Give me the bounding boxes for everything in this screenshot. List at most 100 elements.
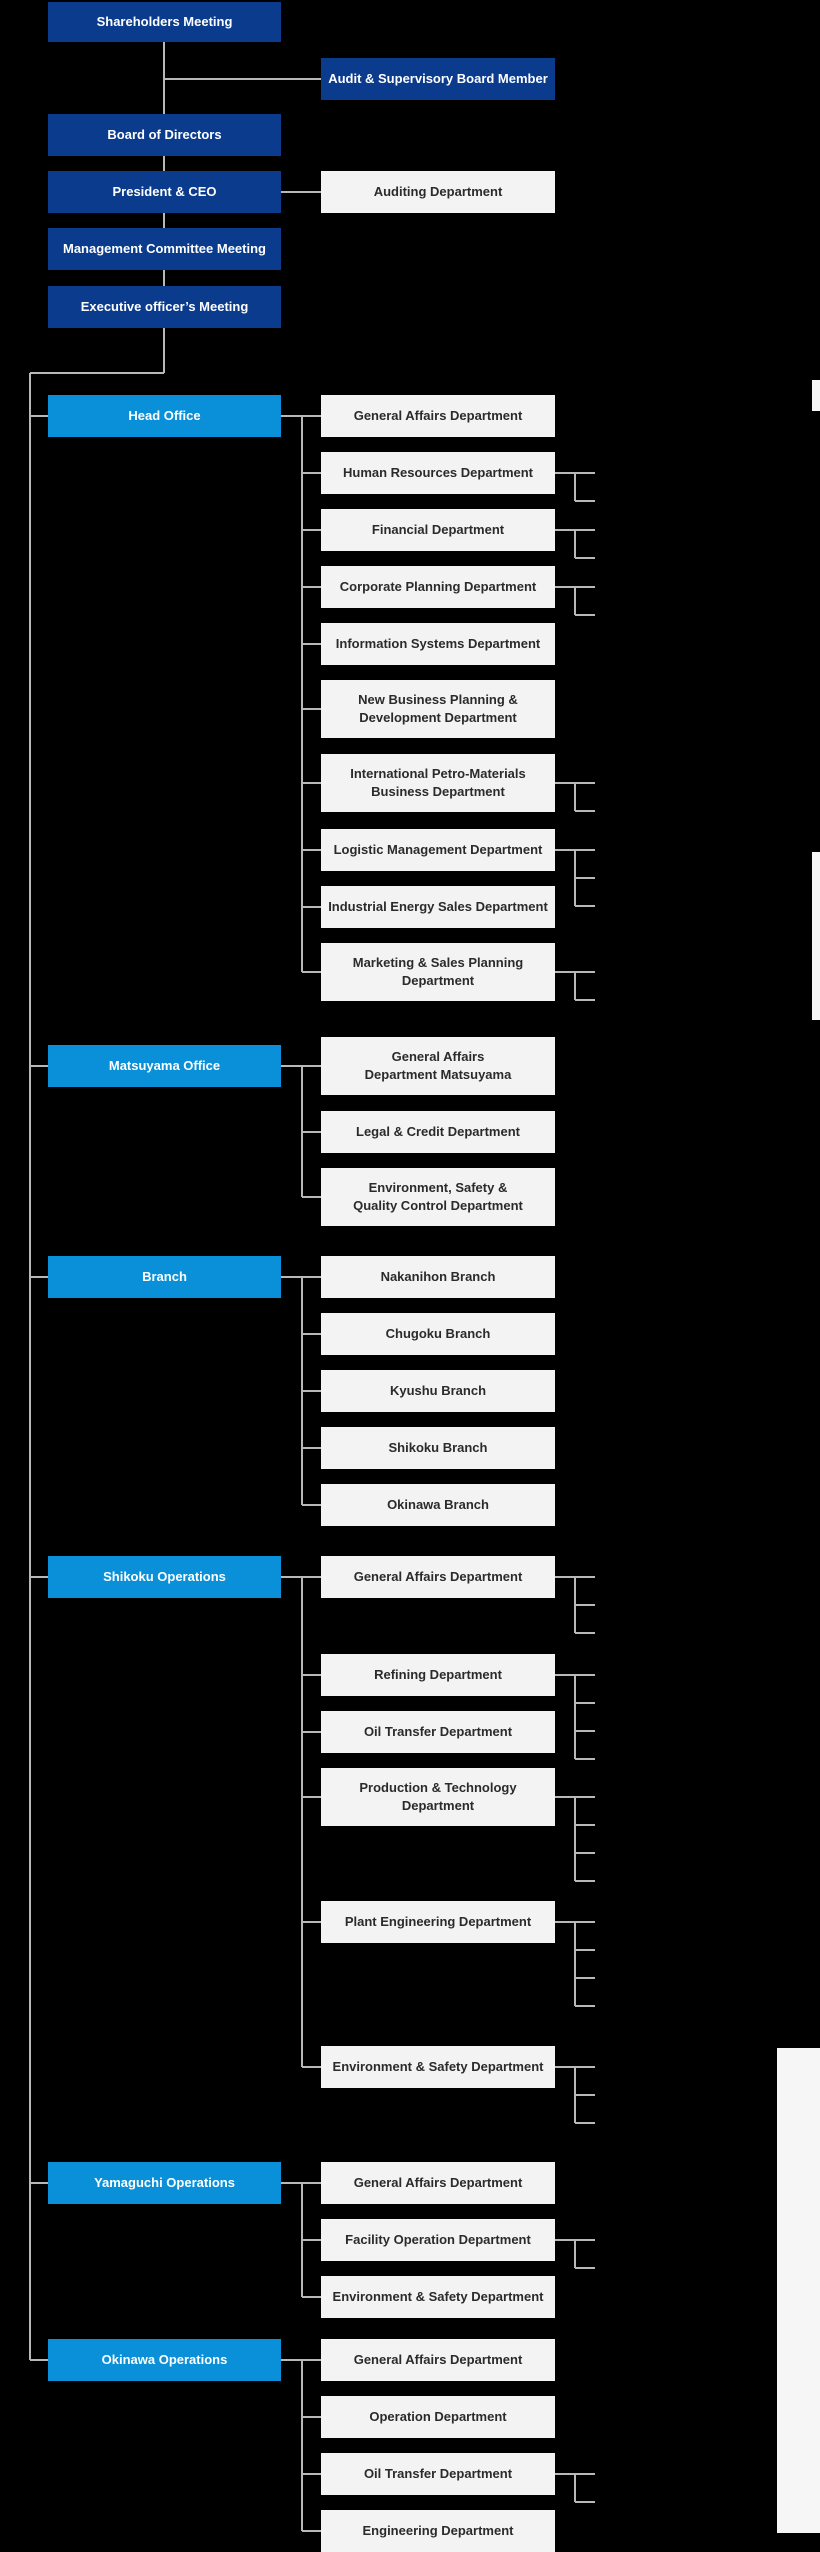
dept-box-head-office-marketing-sales-planning-department-label: Marketing & Sales Planning Department bbox=[352, 955, 524, 988]
org-box-president-ceo: President & CEO bbox=[48, 171, 281, 213]
connector-line bbox=[30, 415, 48, 417]
connector-line bbox=[302, 1390, 321, 1392]
connector-line bbox=[30, 1276, 48, 1278]
dept-box-shikoku-operations-plant-engineering-department-label: Plant Engineering Department bbox=[344, 1914, 532, 1930]
connector-line bbox=[575, 1730, 595, 1732]
connector-line bbox=[574, 473, 576, 501]
dept-box-okinawa-operations-engineering-department-label: Engineering Department bbox=[362, 2523, 514, 2539]
connector-line bbox=[302, 1131, 321, 1133]
office-box-matsuyama-office-label: Matsuyama Office bbox=[108, 1058, 221, 1074]
dept-box-okinawa-operations-general-affairs-department: General Affairs Department bbox=[321, 2339, 555, 2381]
dept-box-head-office-industrial-energy-sales-department-label: Industrial Energy Sales Department bbox=[328, 899, 548, 915]
dept-box-branch-chugoku-branch: Chugoku Branch bbox=[321, 1313, 555, 1355]
connector-line bbox=[302, 2359, 321, 2361]
office-box-okinawa-operations-label: Okinawa Operations bbox=[101, 2352, 228, 2368]
connector-line bbox=[575, 810, 595, 812]
org-box-executive-officers-meeting-label: Executive officer’s Meeting bbox=[80, 299, 249, 315]
connector-line bbox=[301, 1066, 303, 1197]
connector-line bbox=[281, 1065, 302, 1067]
dept-box-shikoku-operations-production-technology-department-label: Production & Technology Department bbox=[359, 1780, 517, 1813]
connector-line bbox=[302, 708, 321, 710]
connector-line bbox=[302, 2473, 321, 2475]
org-box-executive-officers-meeting: Executive officer’s Meeting bbox=[48, 286, 281, 328]
dept-box-yamaguchi-operations-general-affairs-department: General Affairs Department bbox=[321, 2162, 555, 2204]
dept-box-shikoku-operations-plant-engineering-department: Plant Engineering Department bbox=[321, 1901, 555, 1943]
dept-box-auditing-department-label: Auditing Department bbox=[373, 184, 503, 200]
connector-line bbox=[281, 415, 302, 417]
dept-box-head-office-new-business-planning-development-department: New Business Planning & Development Depa… bbox=[321, 680, 555, 738]
office-box-shikoku-operations: Shikoku Operations bbox=[48, 1556, 281, 1598]
dept-box-matsuyama-office-legal-credit-department-label: Legal & Credit Department bbox=[356, 1124, 520, 1140]
org-box-audit-supervisory-board-member-label: Audit & Supervisory Board Member bbox=[328, 71, 548, 87]
connector-line bbox=[575, 2094, 595, 2096]
dept-box-head-office-information-systems-department-label: Information Systems Department bbox=[335, 636, 541, 652]
connector-line bbox=[575, 2005, 595, 2007]
connector-line bbox=[575, 1852, 595, 1854]
connector-line bbox=[574, 1922, 576, 2006]
connector-line bbox=[30, 2182, 48, 2184]
connector-line bbox=[575, 2501, 595, 2503]
cutoff-box-fragment bbox=[812, 852, 820, 1020]
connector-line bbox=[302, 906, 321, 908]
dept-box-yamaguchi-operations-facility-operation-department-label: Facility Operation Department bbox=[345, 2232, 531, 2248]
connector-line bbox=[574, 587, 576, 615]
connector-line bbox=[301, 1277, 303, 1505]
org-box-management-committee-meeting: Management Committee Meeting bbox=[48, 228, 281, 270]
connector-line bbox=[574, 2240, 576, 2268]
connector-line bbox=[163, 270, 165, 286]
dept-box-head-office-industrial-energy-sales-department: Industrial Energy Sales Department bbox=[321, 886, 555, 928]
connector-line bbox=[30, 2359, 48, 2361]
connector-line bbox=[281, 2359, 302, 2361]
connector-line bbox=[575, 500, 595, 502]
connector-line bbox=[302, 2239, 321, 2241]
dept-box-yamaguchi-operations-general-affairs-department-label: General Affairs Department bbox=[353, 2175, 523, 2191]
dept-box-head-office-marketing-sales-planning-department: Marketing & Sales Planning Department bbox=[321, 943, 555, 1001]
dept-box-head-office-logistic-management-department: Logistic Management Department bbox=[321, 829, 555, 871]
dept-box-head-office-international-petro-materials-business-department: International Petro-Materials Business D… bbox=[321, 754, 555, 812]
dept-box-matsuyama-office-environment-safety-quality-control-department-label: Environment, Safety & Quality Control De… bbox=[353, 1180, 523, 1213]
dept-box-yamaguchi-operations-facility-operation-department: Facility Operation Department bbox=[321, 2219, 555, 2261]
connector-line bbox=[302, 2530, 321, 2532]
connector-line bbox=[302, 1796, 321, 1798]
connector-line bbox=[302, 971, 321, 973]
dept-box-head-office-logistic-management-department-label: Logistic Management Department bbox=[333, 842, 543, 858]
connector-line bbox=[281, 1276, 302, 1278]
connector-line bbox=[302, 643, 321, 645]
org-box-board-of-directors: Board of Directors bbox=[48, 114, 281, 156]
dept-box-branch-nakanihon-branch: Nakanihon Branch bbox=[321, 1256, 555, 1298]
dept-box-okinawa-operations-operation-department: Operation Department bbox=[321, 2396, 555, 2438]
connector-line bbox=[575, 614, 595, 616]
connector-line bbox=[30, 372, 164, 374]
org-box-president-ceo-label: President & CEO bbox=[112, 184, 217, 200]
connector-line bbox=[575, 1880, 595, 1882]
connector-line bbox=[302, 2416, 321, 2418]
office-box-yamaguchi-operations: Yamaguchi Operations bbox=[48, 2162, 281, 2204]
dept-box-shikoku-operations-oil-transfer-department-label: Oil Transfer Department bbox=[363, 1724, 513, 1740]
dept-box-shikoku-operations-oil-transfer-department: Oil Transfer Department bbox=[321, 1711, 555, 1753]
dept-box-head-office-general-affairs-department: General Affairs Department bbox=[321, 395, 555, 437]
dept-box-shikoku-operations-refining-department-label: Refining Department bbox=[374, 1667, 502, 1683]
dept-box-shikoku-operations-production-technology-department: Production & Technology Department bbox=[321, 1768, 555, 1826]
dept-box-branch-okinawa-branch: Okinawa Branch bbox=[321, 1484, 555, 1526]
dept-box-okinawa-operations-engineering-department: Engineering Department bbox=[321, 2510, 555, 2552]
dept-box-matsuyama-office-legal-credit-department: Legal & Credit Department bbox=[321, 1111, 555, 1153]
connector-line bbox=[163, 156, 165, 171]
connector-line bbox=[302, 1504, 321, 1506]
connector-line bbox=[575, 905, 595, 907]
cutoff-box-fragment bbox=[812, 380, 820, 411]
dept-box-head-office-corporate-planning-department-label: Corporate Planning Department bbox=[339, 579, 537, 595]
dept-box-branch-chugoku-branch-label: Chugoku Branch bbox=[385, 1326, 491, 1342]
connector-line bbox=[302, 1447, 321, 1449]
office-box-head-office-label: Head Office bbox=[128, 408, 201, 424]
connector-line bbox=[575, 2122, 595, 2124]
dept-box-shikoku-operations-refining-department: Refining Department bbox=[321, 1654, 555, 1696]
connector-line bbox=[301, 416, 303, 972]
connector-line bbox=[164, 78, 321, 80]
dept-box-branch-kyushu-branch-label: Kyushu Branch bbox=[389, 1383, 487, 1399]
connector-line bbox=[302, 1576, 321, 1578]
dept-box-branch-nakanihon-branch-label: Nakanihon Branch bbox=[380, 1269, 496, 1285]
dept-box-branch-okinawa-branch-label: Okinawa Branch bbox=[387, 1497, 489, 1513]
org-box-shareholders-meeting-label: Shareholders Meeting bbox=[96, 14, 233, 30]
dept-box-shikoku-operations-general-affairs-department-label: General Affairs Department bbox=[353, 1569, 523, 1585]
